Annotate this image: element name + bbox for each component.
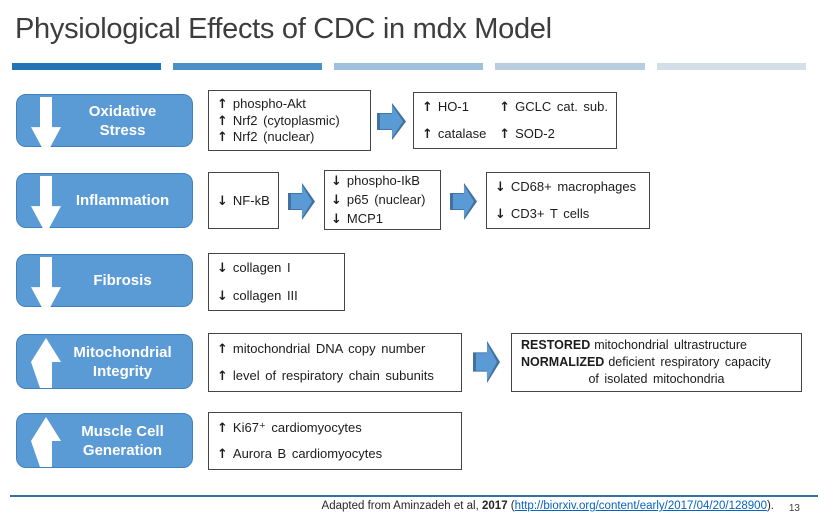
marker-label: p65 (nuclear): [346, 191, 426, 207]
cardiomyocyte-markers-box: ↑ Ki67⁺ cardiomyocytes ↑ Aurora B cardiomy…: [208, 412, 462, 470]
title-divider: [0, 63, 820, 70]
nfkb-box: ↓NF-kB: [208, 172, 279, 229]
pill-label: Fibrosis: [93, 272, 152, 289]
marker-label: Ki67⁺ cardiomyocytes: [232, 420, 362, 435]
divider-segment: [657, 63, 806, 70]
marker-label: NF-kB: [232, 192, 270, 208]
pill-mitochondrial-integrity: Mitochondrial Integrity: [16, 334, 193, 389]
footer-divider: [10, 495, 818, 497]
pill-fibrosis: Fibrosis: [16, 254, 193, 315]
collagen-box: ↓ collagen I ↓ collagen III: [208, 253, 345, 311]
marker-label: GCLC cat. sub.: [515, 99, 608, 114]
marker-label: SOD-2: [515, 126, 555, 141]
divider-segment: [334, 63, 483, 70]
result-text: mitochondrial ultrastructure: [594, 338, 747, 352]
marker-label: MCP1: [346, 210, 384, 226]
marker-label: Nrf2 (cytoplasmic): [232, 112, 340, 128]
pill-label: Integrity: [92, 362, 153, 380]
result-lead: NORMALIZED: [521, 355, 605, 369]
marker-label: mitochondrial DNA copy number: [232, 341, 426, 356]
up-arrow-icon: ↑: [217, 447, 228, 462]
marker-label: Nrf2 (nuclear): [232, 129, 315, 144]
pill-label: Muscle Cell: [81, 422, 164, 440]
antioxidant-enzymes-box: ↑ HO-1 ↑ catalase ↑ GCLC cat. sub. ↑ SOD-2: [413, 92, 617, 149]
marker-label: collagen III: [232, 288, 298, 303]
down-arrow-icon: ↓: [217, 261, 228, 276]
down-arrow-icon: ↓: [495, 207, 506, 222]
pill-muscle-cell-generation: Muscle Cell Generation: [16, 413, 193, 468]
mitochondrial-markers-box: ↑ mitochondrial DNA copy number ↑ level of…: [208, 333, 462, 392]
citation-paren: ).: [766, 500, 774, 512]
citation-year: 2017: [482, 500, 508, 512]
down-arrow-icon: ↓: [331, 211, 342, 227]
down-arrow-icon: ↓: [217, 193, 228, 209]
pill-oxidative-stress: Oxidative Stress: [16, 94, 193, 155]
up-arrow-icon: ↑: [422, 127, 433, 142]
divider-segment: [173, 63, 322, 70]
marker-label: CD68+ macrophages: [510, 179, 637, 194]
inflammation-signaling-box: ↓phospho-IkB ↓p65 (nuclear) ↓MCP1: [324, 170, 441, 230]
up-arrow-icon: ↑: [217, 369, 228, 384]
up-arrow-icon: ↑: [499, 127, 511, 142]
citation-text: Adapted from Aminzadeh et al,: [321, 500, 483, 512]
right-arrow-icon: [377, 103, 406, 140]
up-arrow-icon: ↑: [217, 97, 228, 112]
page-title: Physiological Effects of CDC in mdx Mode…: [15, 13, 552, 45]
down-arrow-icon: ↓: [331, 192, 342, 208]
oxidative-markers-box: ↑phospho-Akt ↑Nrf2 (cytoplasmic) ↑Nrf2 (…: [208, 90, 371, 151]
marker-label: HO-1: [437, 99, 469, 114]
citation: Adapted from Aminzadeh et al, 2017 (http…: [0, 500, 774, 512]
up-arrow-icon: ↑: [217, 342, 228, 357]
immune-cells-box: ↓ CD68+ macrophages ↓ CD3+ T cells: [486, 172, 650, 229]
pill-label: Inflammation: [75, 192, 170, 209]
up-arrow-icon: ↑: [422, 100, 433, 115]
citation-link[interactable]: http://biorxiv.org/content/early/2017/04…: [514, 500, 767, 512]
marker-label: catalase: [437, 126, 487, 141]
result-text: deficient respiratory capacity: [608, 355, 771, 369]
right-arrow-icon: [450, 183, 477, 220]
right-arrow-icon: [288, 183, 315, 220]
down-arrow-icon: ↓: [217, 289, 228, 304]
up-arrow-icon: ↑: [217, 130, 228, 145]
up-arrow-icon: ↑: [217, 113, 228, 129]
pill-label: Mitochondrial: [73, 343, 172, 361]
pill-label: Stress: [99, 121, 146, 139]
up-arrow-icon: ↑: [217, 421, 228, 436]
divider-segment: [495, 63, 645, 70]
pill-label: Generation: [82, 441, 163, 459]
right-arrow-icon: [473, 341, 500, 383]
page-number: 13: [788, 503, 800, 514]
divider-segment: [12, 63, 161, 70]
marker-label: Aurora B cardiomyocytes: [232, 446, 383, 461]
marker-label: phospho-IkB: [346, 172, 420, 188]
citation-paren: (: [507, 500, 515, 512]
marker-label: CD3+ T cells: [510, 206, 590, 221]
result-text: of isolated mitochondria: [588, 372, 725, 386]
pill-inflammation: Inflammation: [16, 173, 193, 234]
down-arrow-icon: ↓: [495, 180, 506, 195]
result-lead: RESTORED: [521, 338, 591, 352]
pill-label: Oxidative: [88, 102, 157, 120]
marker-label: level of respiratory chain subunits: [232, 368, 434, 383]
down-arrow-icon: ↓: [331, 173, 342, 189]
up-arrow-icon: ↑: [499, 100, 511, 115]
marker-label: phospho-Akt: [232, 96, 306, 111]
marker-label: collagen I: [232, 260, 291, 275]
